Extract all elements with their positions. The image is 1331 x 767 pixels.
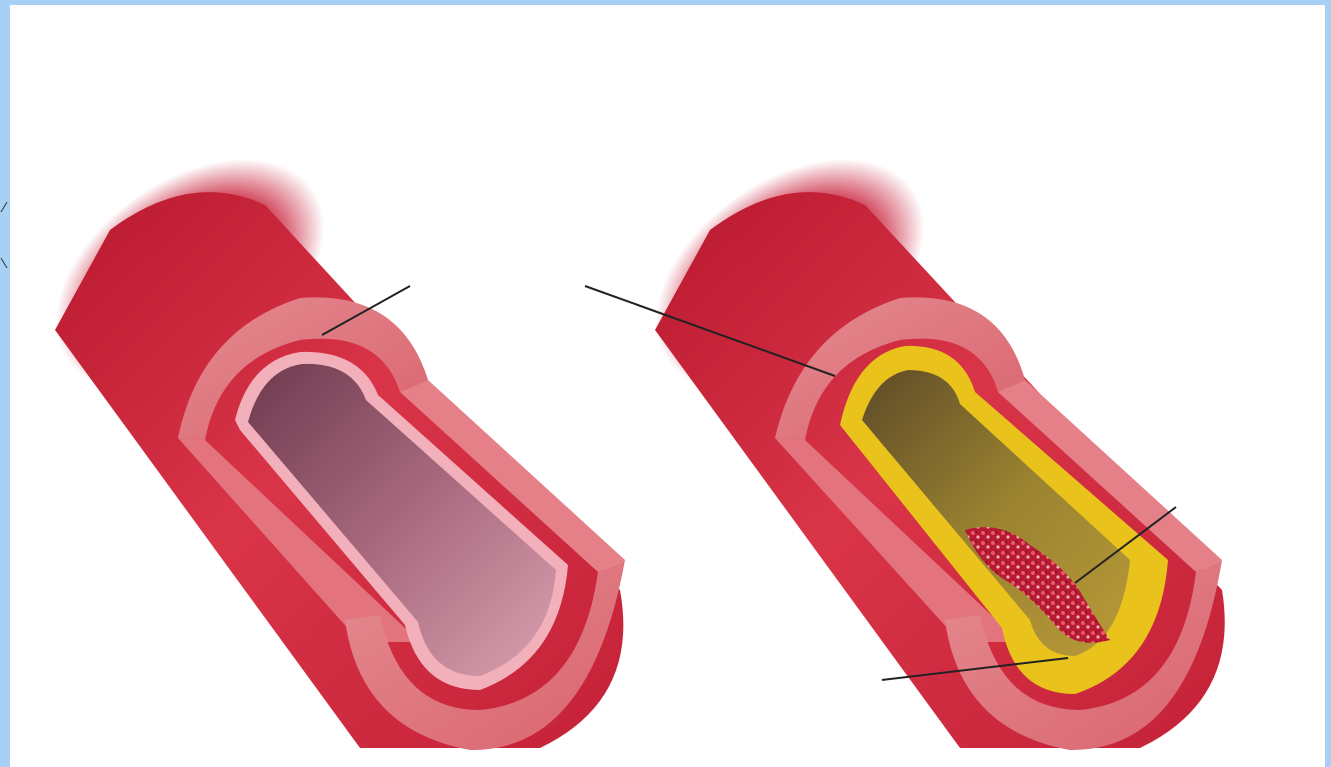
healthy-artery [13,111,625,750]
plaque-artery [585,111,1225,750]
